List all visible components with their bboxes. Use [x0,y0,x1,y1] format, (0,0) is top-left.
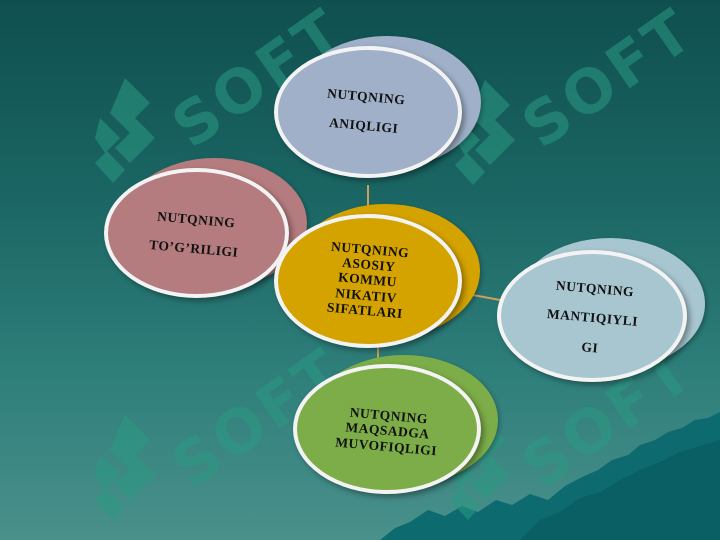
node-label: NUTQNING ANIQLIGI [287,69,443,154]
node-label: NUTQNING MAQSADGA MUVOFIQLIGI [307,391,467,470]
node-label-line: ANIQLIGI [328,114,399,136]
node-label: NUTQNING ASOSIY KOMMU NIKATIV SIFATLARI [291,224,444,336]
node-front-ellipse [497,250,687,382]
watermark-logo-icon [95,415,155,520]
node-label: NUTQNING MANTIQIYLI GI [511,265,673,370]
node-label-line: MANTIQIYLI [546,306,639,330]
node-label-line: NUTQNING [156,208,236,231]
node-label-line: NUTQNING [326,85,406,108]
node-label-line [591,326,592,340]
node-label-line [593,297,594,311]
node-front-ellipse [293,364,481,494]
watermark-logo-icon [95,78,155,183]
node-label-line: GI [580,338,599,356]
node-label: NUTQNING TO’G’RILIGI [117,192,273,277]
node-label-line [194,227,195,241]
node-front-ellipse [274,214,462,348]
node-label-line: TO’G’RILIGI [148,237,239,260]
node-label-line [364,104,365,118]
node-front-ellipse [274,46,462,178]
node-front-ellipse [104,168,289,298]
node-label-line: NUTQNING [555,278,635,300]
